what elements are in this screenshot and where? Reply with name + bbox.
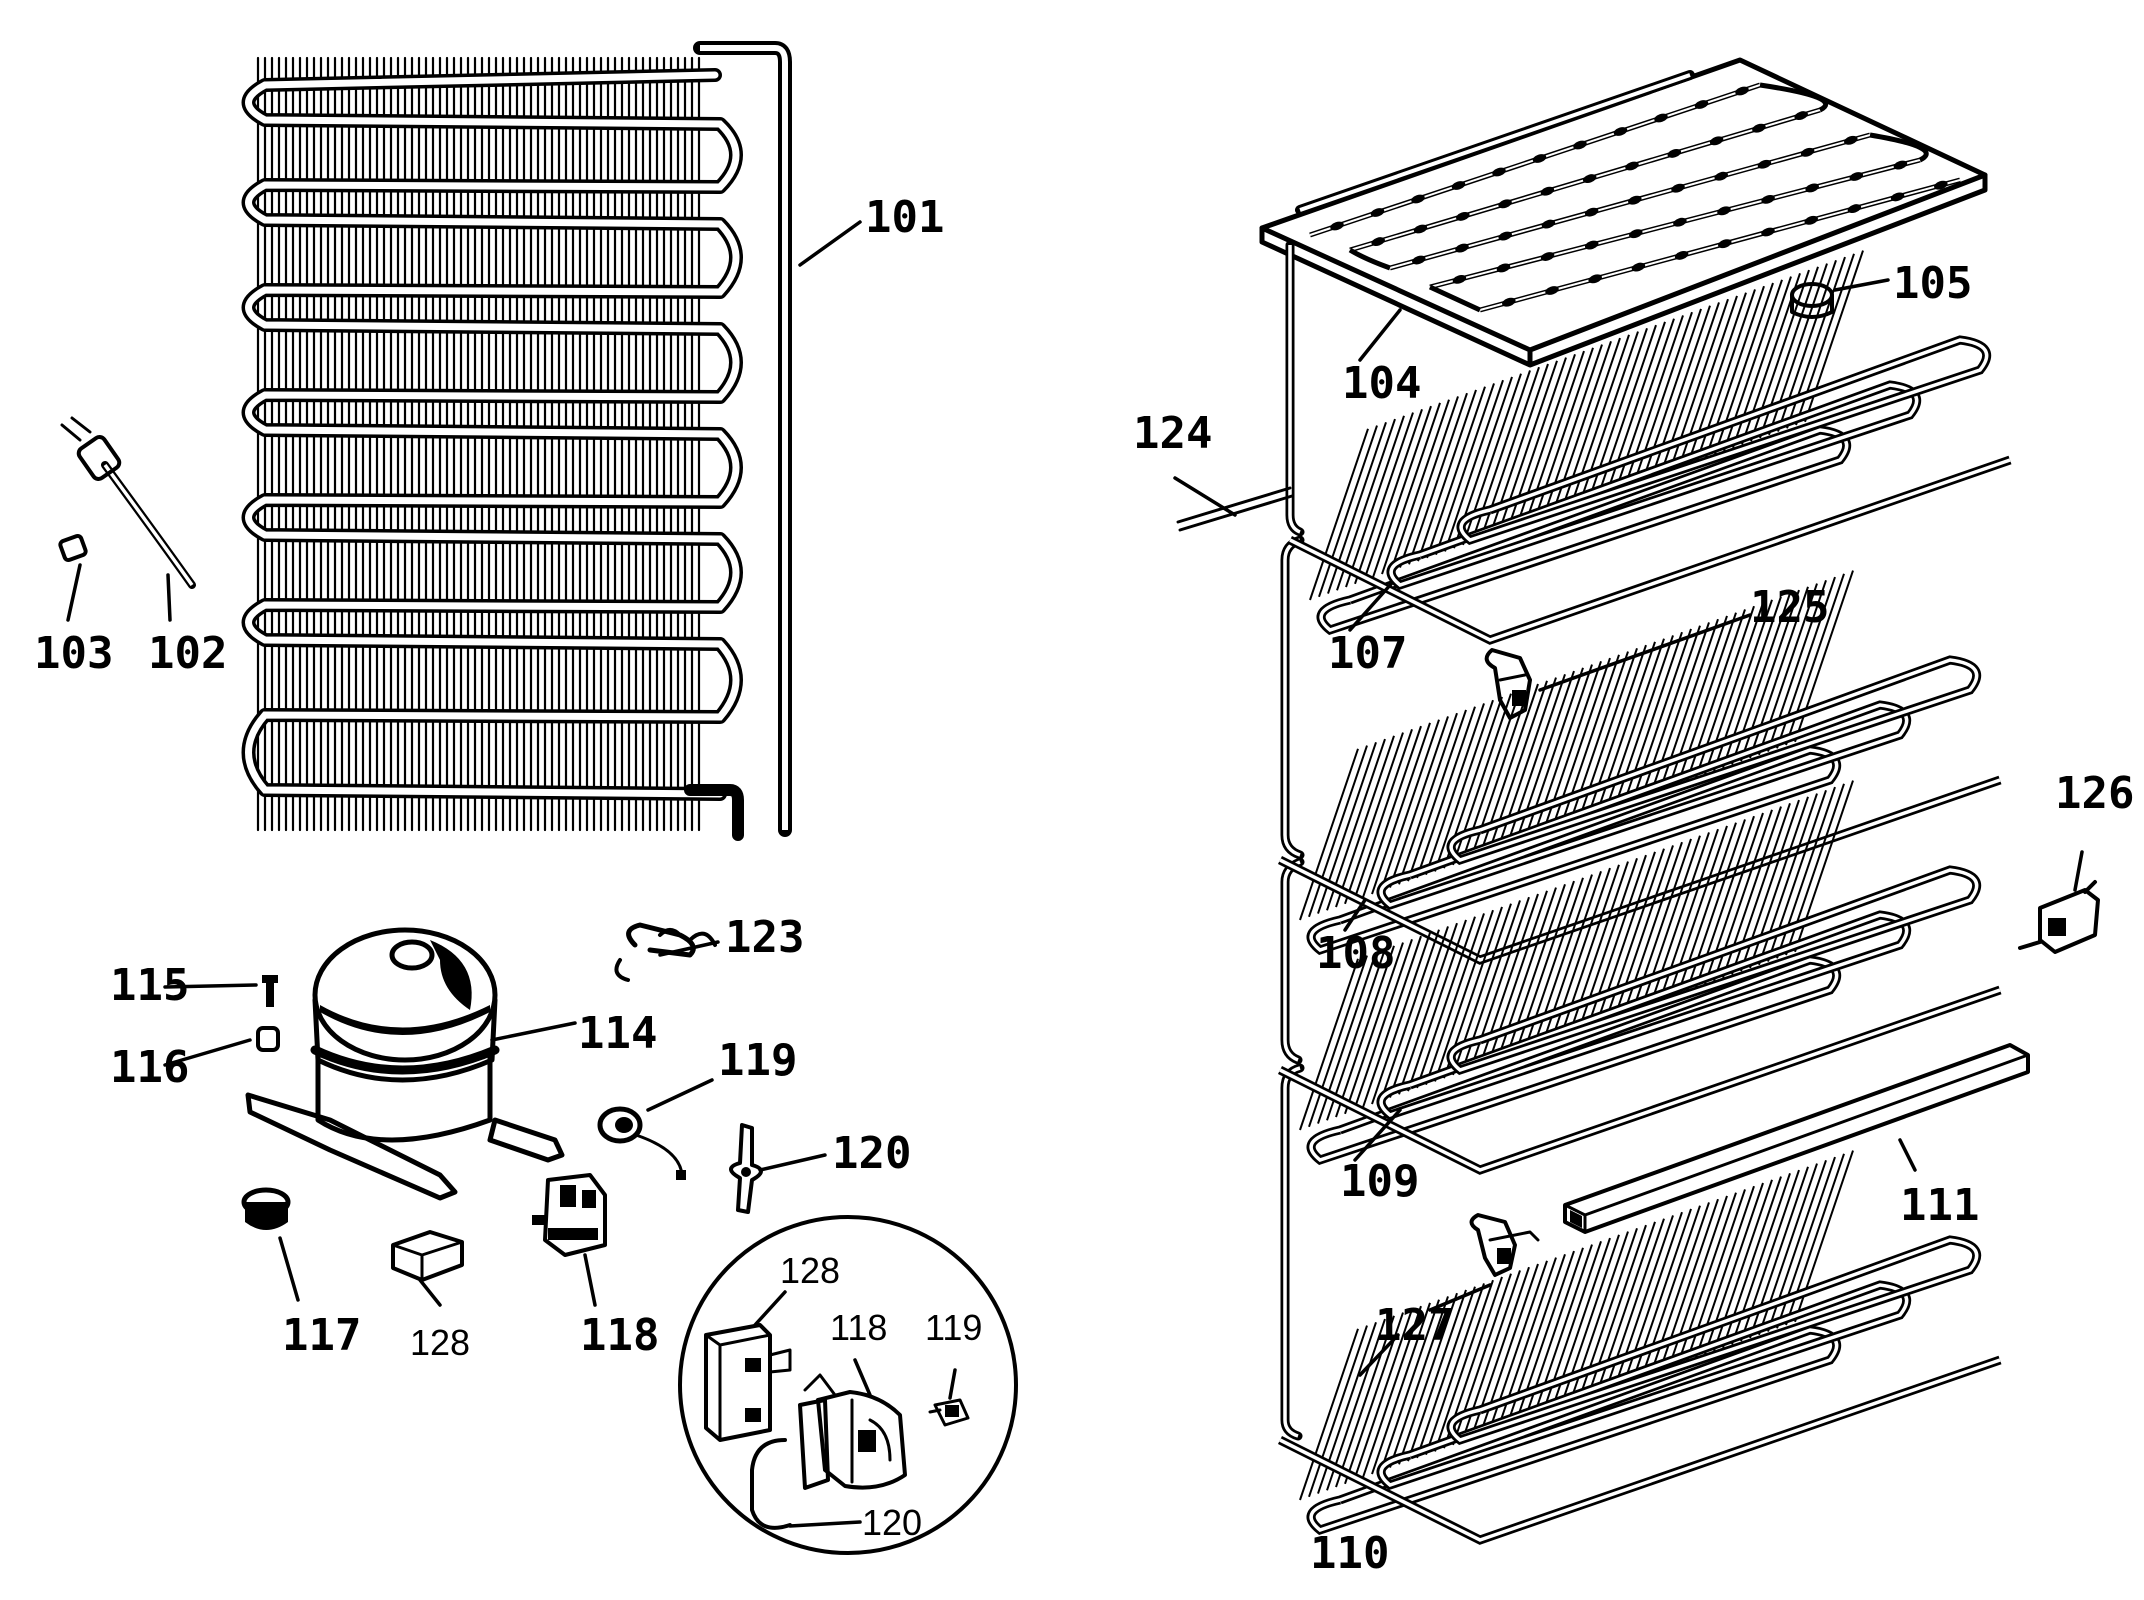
relay-cover [391, 1230, 464, 1282]
power-cord [60, 416, 196, 589]
label-109: 109 [1340, 1156, 1419, 1207]
label-120: 120 [832, 1128, 911, 1179]
label-110: 110 [1310, 1528, 1389, 1579]
evaporator-shelf-108 [1277, 570, 2002, 965]
label-127: 127 [1375, 1300, 1454, 1351]
label-125: 125 [1750, 582, 1829, 633]
label-128: 128 [410, 1322, 470, 1363]
shelf-frame [1280, 240, 1305, 1441]
label-102: 102 [148, 628, 227, 679]
label-103: 103 [34, 628, 113, 679]
evaporator-shelf-110 [1277, 1150, 2002, 1545]
shelf-clip-lower [1469, 1213, 1540, 1277]
evaporator-shelf-109 [1277, 780, 2002, 1175]
label-117: 117 [282, 1310, 361, 1361]
label-101: 101 [865, 192, 944, 243]
compressor [245, 927, 565, 1201]
door-switch [2018, 880, 2100, 954]
shelf-clip-upper [1484, 648, 1532, 720]
label-105: 105 [1893, 258, 1972, 309]
label-118: 118 [580, 1310, 659, 1361]
detail-inset [678, 1215, 1018, 1555]
trim-strip [1563, 1043, 2030, 1234]
detail-label-118: 118 [830, 1307, 887, 1348]
label-107: 107 [1328, 628, 1407, 679]
label-119: 119 [718, 1035, 797, 1086]
capillary-tube [1176, 486, 1294, 532]
evaporator-shelf-107 [1287, 250, 2012, 645]
label-115: 115 [110, 960, 189, 1011]
condenser-coil [241, 41, 792, 841]
label-104: 104 [1342, 358, 1421, 409]
relay [532, 1173, 607, 1257]
label-108: 108 [1316, 928, 1395, 979]
label-126: 126 [2055, 768, 2134, 819]
control-knob [1790, 282, 1834, 319]
detail-label-128: 128 [780, 1250, 840, 1291]
bolt [262, 975, 278, 1007]
label-114: 114 [578, 1008, 657, 1059]
leader-lines [66, 220, 2084, 1528]
grommet [256, 1026, 280, 1052]
label-123: 123 [725, 912, 804, 963]
label-111: 111 [1900, 1180, 1979, 1231]
mounting-grommet [241, 1187, 291, 1230]
top-evaporator-plate [1259, 57, 1988, 368]
label-124: 124 [1133, 408, 1212, 459]
plug-cap [58, 533, 88, 563]
overload-protector [597, 1106, 686, 1180]
retaining-clip [729, 1123, 763, 1214]
label-116: 116 [110, 1042, 189, 1093]
detail-label-119: 119 [925, 1307, 982, 1348]
detail-label-120: 120 [862, 1502, 922, 1543]
